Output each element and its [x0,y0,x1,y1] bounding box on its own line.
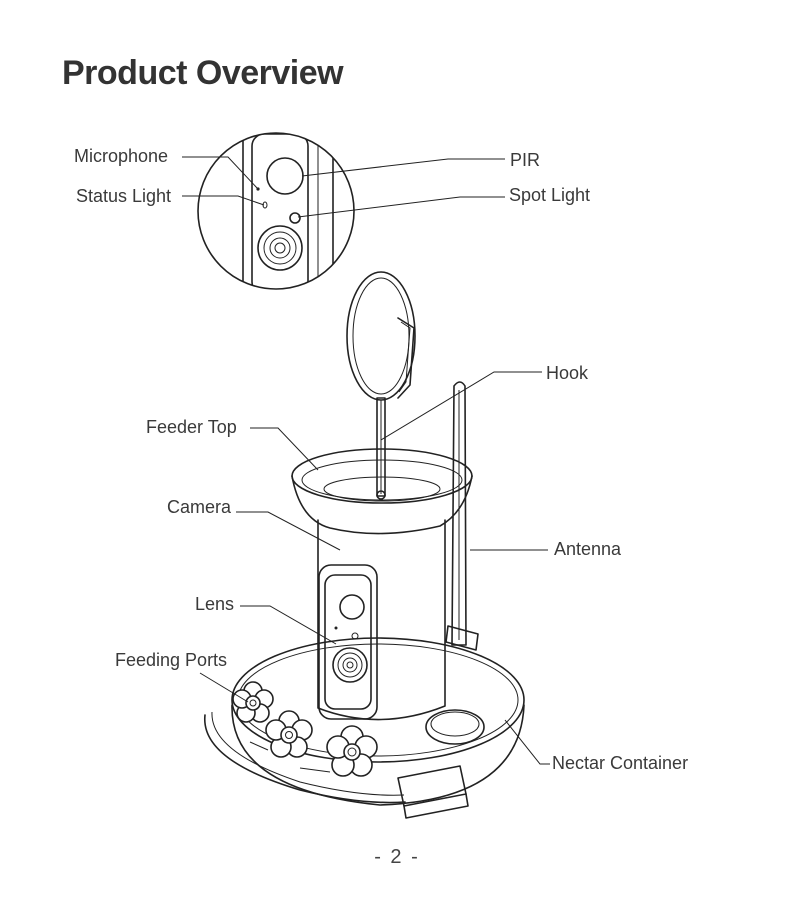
antenna-icon [446,382,478,650]
camera-pir-icon [340,595,364,619]
lens-icon [333,648,367,682]
spot-light-icon [290,213,300,223]
base-tray [205,638,524,818]
feeder-body [318,520,445,720]
feeding-port-flower-3 [327,726,377,776]
camera-detail-inset [198,120,354,320]
nectar-container-opening [426,710,484,744]
lens-detail-icon [258,226,302,270]
feeding-port-flower-1 [233,682,273,722]
feeding-port-flower-2 [266,711,312,757]
pir-sensor-icon [267,158,303,194]
hook-icon [347,272,415,496]
page-number: - 2 - [0,846,794,869]
